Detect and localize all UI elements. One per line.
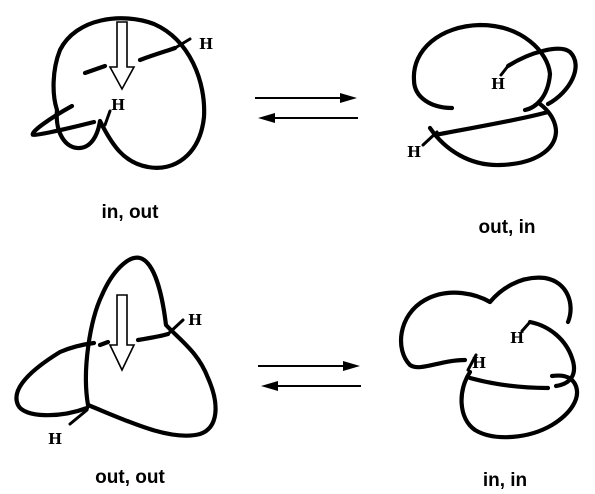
knot-out-in: H H	[407, 22, 578, 168]
h-bond-upper	[173, 37, 192, 50]
h-bond-upper	[520, 320, 532, 333]
back-loop-upper-arc	[505, 46, 578, 107]
h-bond-outer	[421, 130, 439, 147]
caption-out-out: out, out	[95, 467, 165, 488]
back-loop-left-arc	[30, 103, 97, 138]
hydrogen-label-upper: H	[188, 311, 202, 329]
ring-strand-peak	[83, 255, 218, 438]
hollow-down-arrow	[108, 21, 136, 91]
hydrogen-label-lower: H	[111, 96, 125, 114]
ring-strand-outer	[411, 22, 553, 113]
caption-in-in: in, in	[483, 470, 527, 491]
equilibrium-arrows-bottom	[258, 361, 361, 391]
h-bond-lower	[68, 408, 89, 426]
h-bond-lower	[466, 353, 478, 372]
hydrogen-label-upper: H	[199, 35, 213, 53]
hollow-down-arrow	[108, 294, 136, 372]
knot-in-out: H H	[30, 16, 213, 170]
back-loop-crossing	[467, 375, 551, 391]
knot-out-out: H H	[14, 255, 218, 448]
back-loop-crossing	[432, 109, 551, 138]
caption-in-out: in, out	[102, 202, 160, 223]
ring-strand-lower	[427, 101, 559, 168]
hydrogen-label-lower: H	[48, 430, 62, 448]
hydrogen-label-outer: H	[407, 143, 421, 161]
knot-in-in: H H	[398, 275, 579, 440]
equilibrium-arrows-top	[255, 93, 358, 123]
back-loop-right-arc	[135, 331, 171, 343]
back-loop-right-arc	[137, 45, 178, 63]
h-bond-inner	[499, 64, 510, 77]
h-bond-lower	[103, 109, 112, 127]
hydrogen-label-lower: H	[472, 354, 486, 372]
hydrogen-label-inner: H	[491, 75, 505, 93]
caption-out-in: out, in	[479, 217, 536, 238]
back-loop-right-arc	[527, 319, 577, 389]
h-bond-upper	[166, 318, 185, 336]
ring-strand	[51, 16, 207, 170]
hydrogen-label-upper: H	[510, 329, 524, 347]
ring-strand-outer	[398, 275, 573, 370]
back-loop-dash-left	[82, 63, 108, 76]
back-loop-left-arc	[14, 340, 97, 418]
back-loop-dash	[97, 339, 111, 348]
